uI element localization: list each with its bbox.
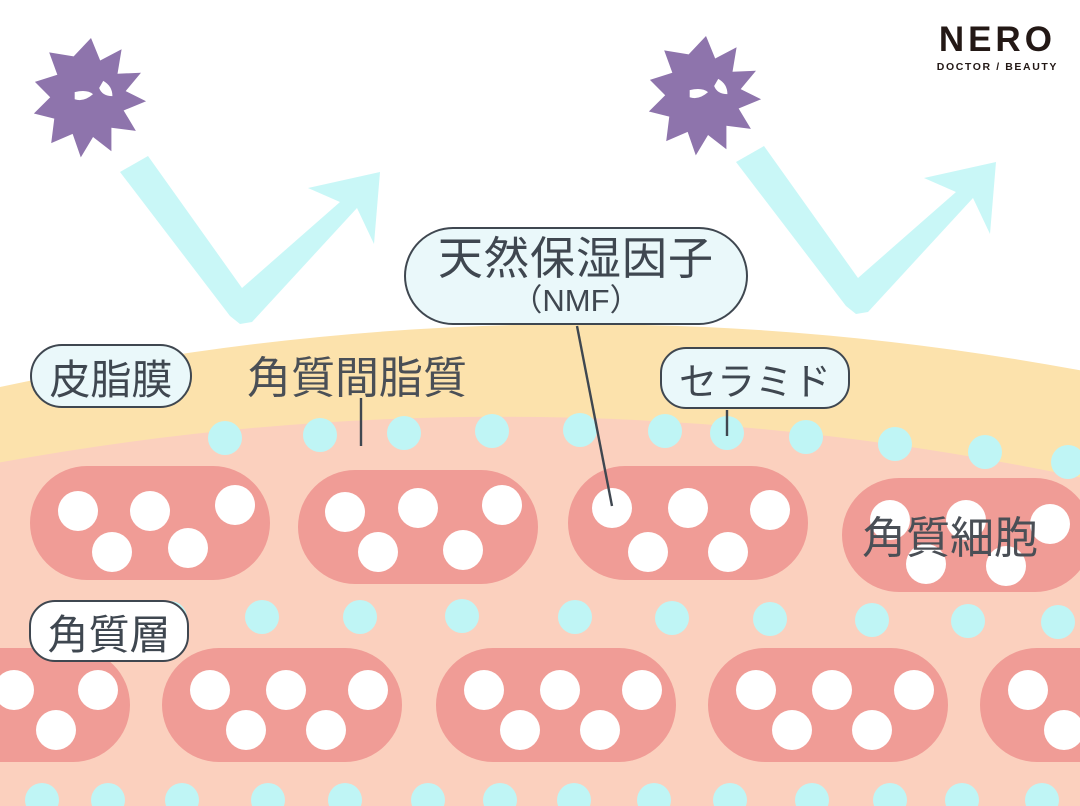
ceramide-dot-row-3 (25, 783, 1059, 806)
corneocyte-cell (0, 648, 130, 762)
corneocyte-cell (162, 648, 402, 762)
germ-icon-right (648, 36, 762, 156)
corneocyte-cell (298, 470, 538, 584)
corneocyte-cell (436, 648, 676, 762)
label-stratum-corneum: 角質層 (29, 600, 189, 662)
label-sebum-film: 皮脂膜 (30, 344, 192, 408)
corneocyte-cell (842, 478, 1080, 592)
brand-tagline: DOCTOR / BEAUTY (936, 61, 1058, 73)
label-intercellular-lipid: 角質間脂質 (247, 354, 467, 403)
ceramide-dot-row-1 (208, 413, 1080, 479)
label-nmf-line2: （NMF） (511, 283, 641, 318)
label-nmf: 天然保湿因子 （NMF） (404, 227, 748, 325)
label-ceramide: セラミド (660, 347, 850, 409)
bounce-arrow-icon-right (736, 146, 996, 314)
brand-name: NERO (938, 20, 1056, 59)
brand-logo: NERO DOCTOR / BEAUTY (937, 22, 1058, 73)
label-nmf-line1: 天然保湿因子 (437, 233, 714, 284)
bounce-arrow-icon-left (120, 156, 380, 324)
label-corneocyte: 角質細胞 (862, 514, 1038, 563)
corneocyte-cell (30, 466, 270, 580)
germ-icon-left (33, 38, 147, 158)
corneocyte-cell (708, 648, 948, 762)
corneocyte-row-1 (30, 466, 1080, 592)
corneocyte-cell (980, 648, 1080, 762)
corneocyte-row-2 (0, 648, 1080, 762)
leader-line-nmf (575, 325, 614, 507)
corneocyte-cell (568, 466, 808, 580)
